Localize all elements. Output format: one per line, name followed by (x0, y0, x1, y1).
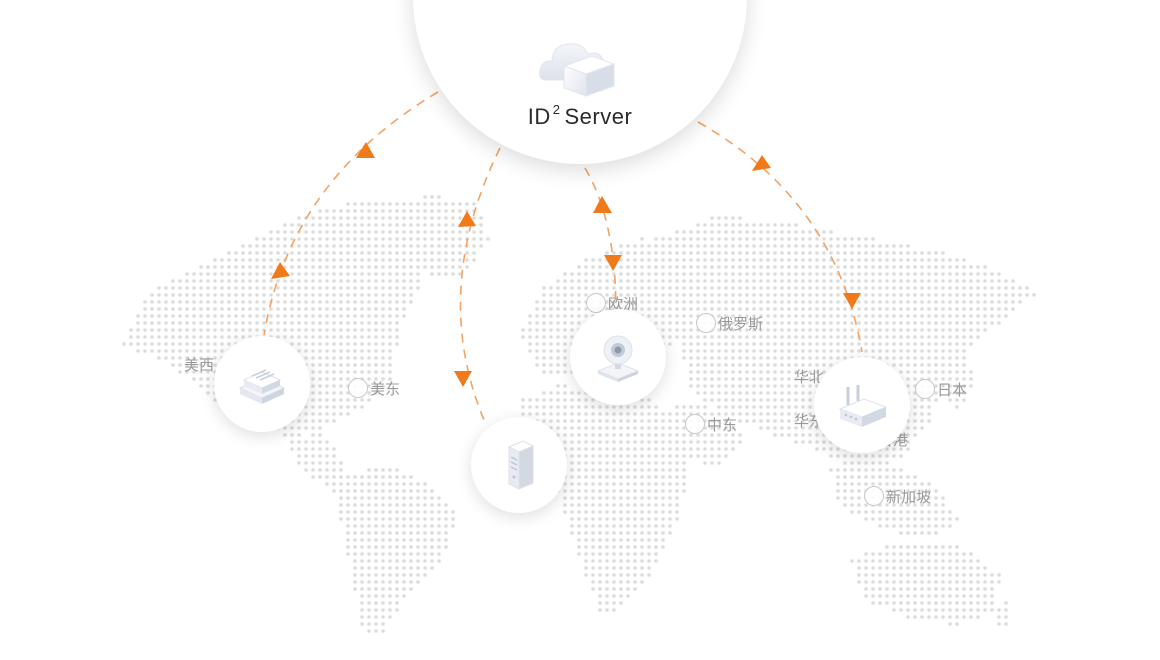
region-singapore[interactable]: 新加坡 (850, 468, 932, 524)
device-camera-node[interactable] (570, 309, 666, 405)
stacked-device-icon (238, 369, 286, 404)
region-label-us-west: 美西 (184, 357, 215, 374)
server-superscript: 2 (552, 102, 561, 117)
region-ring (864, 486, 884, 506)
region-ring (586, 293, 606, 313)
region-ring (915, 379, 935, 399)
region-label-north-china: 华北 (794, 369, 825, 386)
region-russia[interactable]: 俄罗斯 (696, 311, 763, 335)
cloud-server-icon (539, 43, 616, 97)
device-stack-node[interactable] (214, 336, 310, 432)
region-label-japan: 日本 (937, 381, 968, 399)
webcam-icon (596, 335, 640, 382)
router-icon (838, 385, 888, 427)
region-ring (696, 313, 716, 333)
region-middle-east[interactable]: 中东 (685, 412, 737, 436)
tower-server-icon (507, 440, 535, 490)
server-name: ID (527, 104, 551, 129)
region-europe[interactable]: 欧洲 (586, 291, 638, 315)
region-ring (348, 378, 368, 398)
region-japan[interactable]: 日本 (915, 377, 967, 401)
region-label-singapore: 新加坡 (886, 488, 932, 506)
region-ring (685, 414, 705, 434)
region-label-russia: 俄罗斯 (718, 315, 764, 333)
device-tower-node[interactable] (471, 417, 567, 513)
region-label-europe: 欧洲 (608, 295, 639, 313)
region-us-east[interactable]: 美东 (334, 360, 401, 416)
server-suffix: Server (564, 104, 633, 129)
region-label-middle-east: 中东 (707, 416, 738, 434)
device-router-node[interactable] (814, 357, 910, 453)
region-label-us-east: 美东 (370, 380, 401, 398)
